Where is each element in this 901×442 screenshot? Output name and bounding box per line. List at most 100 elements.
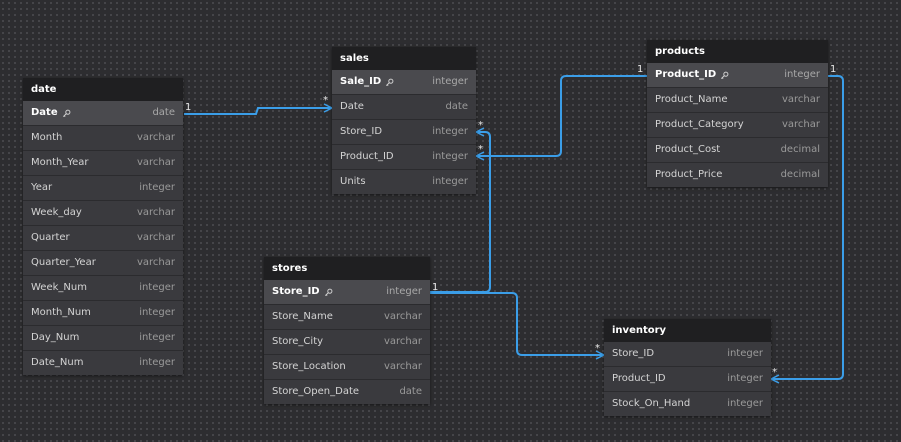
column-name: Stock_On_Hand <box>612 398 691 409</box>
column-type: varchar <box>136 207 175 218</box>
column-name: Product_Category <box>655 119 744 130</box>
table-title[interactable]: inventory <box>604 319 771 342</box>
column-row-stock-on-hand[interactable]: Stock_On_Hand integer <box>604 391 771 416</box>
column-type: varchar <box>383 311 422 322</box>
cardinality-one: 1 <box>830 64 837 75</box>
column-name: Product_ID <box>655 69 717 80</box>
cardinality-one: 1 <box>637 64 644 75</box>
column-name: Date_Num <box>31 357 84 368</box>
table-title[interactable]: products <box>647 40 828 63</box>
column-name: Month_Year <box>31 157 89 168</box>
column-name: Store_Name <box>272 311 333 322</box>
column-row-product-name[interactable]: Product_Name varchar <box>647 87 828 112</box>
column-type: integer <box>432 126 468 137</box>
column-type: integer <box>139 282 175 293</box>
column-type: integer <box>386 286 422 297</box>
column-row-quarter[interactable]: Quarter varchar <box>23 225 183 250</box>
cardinality-many: * <box>595 343 600 354</box>
column-type: integer <box>139 357 175 368</box>
column-type: varchar <box>781 94 820 105</box>
column-type: varchar <box>781 119 820 130</box>
cardinality-many: * <box>478 144 483 155</box>
key-icon <box>721 71 729 79</box>
column-type: varchar <box>383 336 422 347</box>
column-type: date <box>152 107 175 118</box>
key-icon <box>386 78 394 86</box>
column-type: varchar <box>383 361 422 372</box>
column-type: date <box>445 101 468 112</box>
column-name: Month <box>31 132 63 143</box>
column-type: varchar <box>136 257 175 268</box>
column-type: integer <box>727 373 763 384</box>
column-type: integer <box>139 182 175 193</box>
column-name: Product_Name <box>655 94 728 105</box>
column-type: integer <box>727 398 763 409</box>
column-row-product-id[interactable]: Product_ID integer <box>647 63 828 87</box>
column-row-store-city[interactable]: Store_City varchar <box>264 329 430 354</box>
column-row-week-day[interactable]: Week_day varchar <box>23 200 183 225</box>
column-row-month-year[interactable]: Month_Year varchar <box>23 150 183 175</box>
column-name: Day_Num <box>31 332 80 343</box>
table-products[interactable]: products Product_ID integer Product_Name… <box>647 40 828 187</box>
column-name: Product_ID <box>612 373 666 384</box>
column-row-month[interactable]: Month varchar <box>23 125 183 150</box>
cardinality-many: * <box>772 367 777 378</box>
column-row-quarter-year[interactable]: Quarter_Year varchar <box>23 250 183 275</box>
table-title[interactable]: sales <box>332 47 476 70</box>
column-row-product-cost[interactable]: Product_Cost decimal <box>647 137 828 162</box>
key-icon <box>324 288 333 296</box>
column-row-date[interactable]: Date date <box>332 94 476 119</box>
column-type: date <box>399 386 422 397</box>
column-row-date[interactable]: Date date <box>23 101 183 125</box>
column-type: integer <box>432 151 468 162</box>
column-row-product-id[interactable]: Product_ID integer <box>604 366 771 391</box>
column-name: Store_City <box>272 336 324 347</box>
cardinality-one: 1 <box>432 282 439 293</box>
column-row-units[interactable]: Units integer <box>332 169 476 194</box>
column-row-sale-id[interactable]: Sale_ID integer <box>332 70 476 94</box>
column-name: Product_Price <box>655 169 723 180</box>
column-name: Date <box>31 107 58 118</box>
column-type: integer <box>432 76 468 87</box>
table-title[interactable]: stores <box>264 257 430 280</box>
rel-products-sales <box>476 75 647 157</box>
column-name: Quarter <box>31 232 70 243</box>
column-type: integer <box>784 69 820 80</box>
column-row-product-price[interactable]: Product_Price decimal <box>647 162 828 187</box>
column-type: integer <box>432 176 468 187</box>
column-name: Week_day <box>31 207 82 218</box>
column-type: varchar <box>136 232 175 243</box>
table-title[interactable]: date <box>23 78 183 101</box>
column-name: Product_Cost <box>655 144 721 155</box>
column-row-store-id[interactable]: Store_ID integer <box>604 342 771 366</box>
column-row-product-category[interactable]: Product_Category varchar <box>647 112 828 137</box>
column-name: Store_ID <box>272 286 320 297</box>
cardinality-many: * <box>478 120 483 131</box>
column-name: Units <box>340 176 366 187</box>
column-type: varchar <box>136 157 175 168</box>
column-name: Store_ID <box>612 348 655 359</box>
column-row-date-num[interactable]: Date_Num integer <box>23 350 183 375</box>
column-type: decimal <box>780 144 820 155</box>
column-type: varchar <box>136 132 175 143</box>
column-name: Date <box>340 101 364 112</box>
column-type: integer <box>727 348 763 359</box>
column-type: decimal <box>780 169 820 180</box>
column-row-store-name[interactable]: Store_Name varchar <box>264 304 430 329</box>
column-row-store-id[interactable]: Store_ID integer <box>264 280 430 304</box>
column-name: Quarter_Year <box>31 257 96 268</box>
column-row-store-location[interactable]: Store_Location varchar <box>264 354 430 379</box>
column-name: Store_Location <box>272 361 346 372</box>
